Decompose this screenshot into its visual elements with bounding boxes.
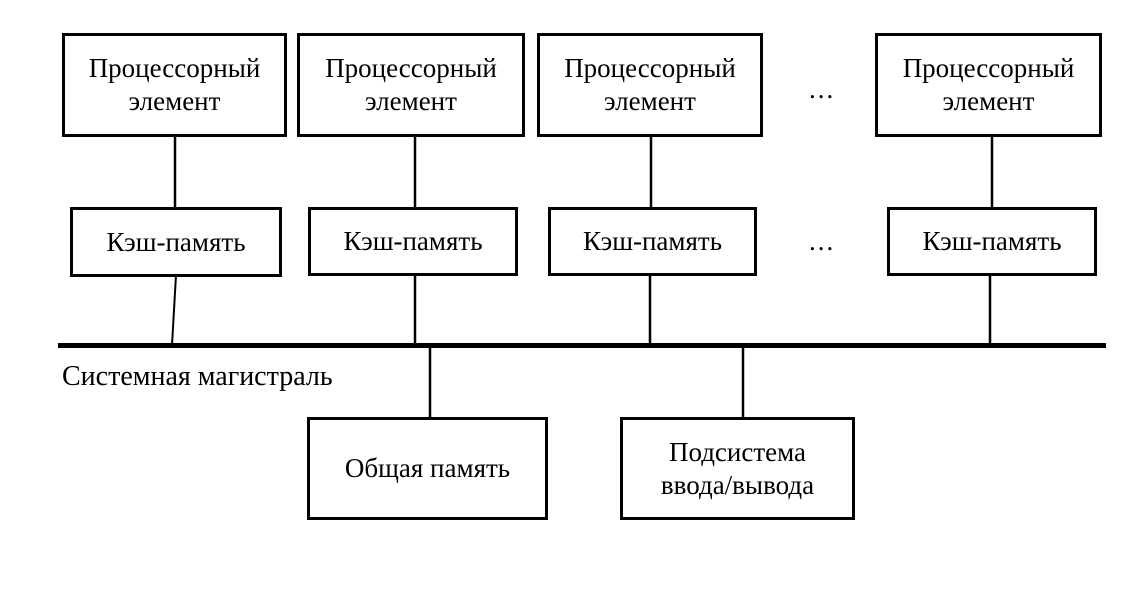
io-subsystem-label: Подсистема ввода/вывода	[660, 436, 815, 500]
cache-memory-label-4: Кэш-память	[922, 226, 1062, 257]
shared-memory-label: Общая память	[344, 453, 511, 484]
cache-memory-box-4: Кэш-память	[887, 207, 1097, 276]
processor-element-label-3: Процессорный элемент	[564, 53, 736, 116]
processor-element-label-1: Процессорный элемент	[88, 53, 261, 116]
io-subsystem-box: Подсистема ввода/вывода	[620, 417, 855, 520]
system-bus-label: Системная магистраль	[62, 361, 333, 392]
processor-element-box-3: Процессорный элемент	[537, 33, 763, 137]
shared-memory-box: Общая память	[307, 417, 548, 520]
processor-element-box-2: Процессорный элемент	[297, 33, 525, 137]
processor-element-box-1: Процессорный элемент	[62, 33, 287, 137]
connector-cache1-bus	[171, 274, 177, 346]
cache-memory-box-2: Кэш-память	[308, 207, 518, 276]
cache-memory-label-2: Кэш-память	[343, 226, 483, 257]
cache-row-ellipsis: ...	[809, 226, 836, 256]
cache-memory-box-1: Кэш-память	[70, 207, 282, 277]
processor-row-ellipsis: ...	[809, 74, 836, 104]
processor-element-label-4: Процессорный элемент	[902, 53, 1075, 116]
processor-element-label-2: Процессорный элемент	[325, 53, 497, 116]
processor-element-box-4: Процессорный элемент	[875, 33, 1102, 137]
cache-memory-box-3: Кэш-память	[548, 207, 757, 276]
cache-memory-label-3: Кэш-память	[582, 226, 723, 257]
cache-memory-label-1: Кэш-память	[106, 226, 246, 257]
